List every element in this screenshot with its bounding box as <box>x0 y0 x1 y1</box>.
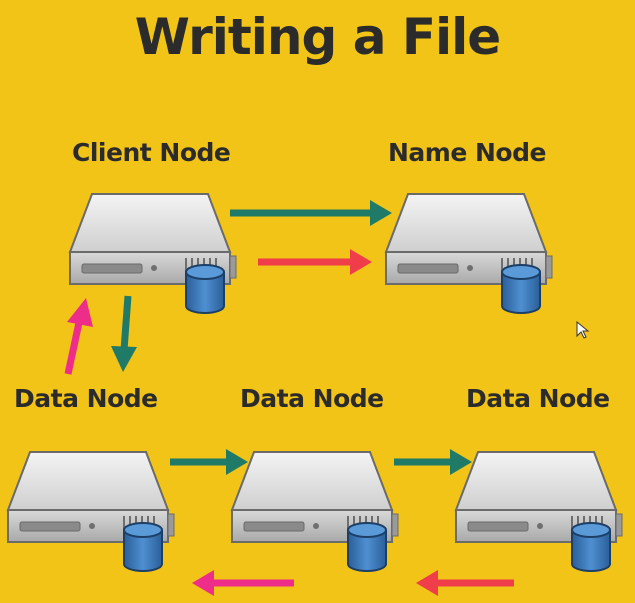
arrow-datanode-right-to-middle <box>416 570 514 596</box>
arrow-client-to-namenode <box>230 200 392 226</box>
diagram-title: Writing a File <box>134 8 501 66</box>
arrow-datanode-middle-to-left <box>192 570 294 596</box>
data-node-right-label: Data Node <box>466 384 610 413</box>
arrow-datanode-left-to-middle <box>170 449 248 475</box>
arrow-client-to-datanode <box>111 295 137 372</box>
client-node-server-icon <box>69 193 237 314</box>
data-node-left-label: Data Node <box>14 384 158 413</box>
data-node-middle-server-icon <box>231 451 399 572</box>
data-node-middle-label: Data Node <box>240 384 384 413</box>
data-node-right-server-icon <box>455 451 623 572</box>
data-node-left-server-icon <box>7 451 175 572</box>
name-node-label: Name Node <box>388 138 546 167</box>
arrow-namenode-to-client <box>258 249 372 275</box>
arrow-datanode-middle-to-right <box>394 449 472 475</box>
name-node-server-icon <box>385 193 553 314</box>
client-node-label: Client Node <box>72 138 231 167</box>
arrow-datanode-to-client <box>64 298 93 375</box>
mouse-cursor-icon <box>576 320 590 339</box>
